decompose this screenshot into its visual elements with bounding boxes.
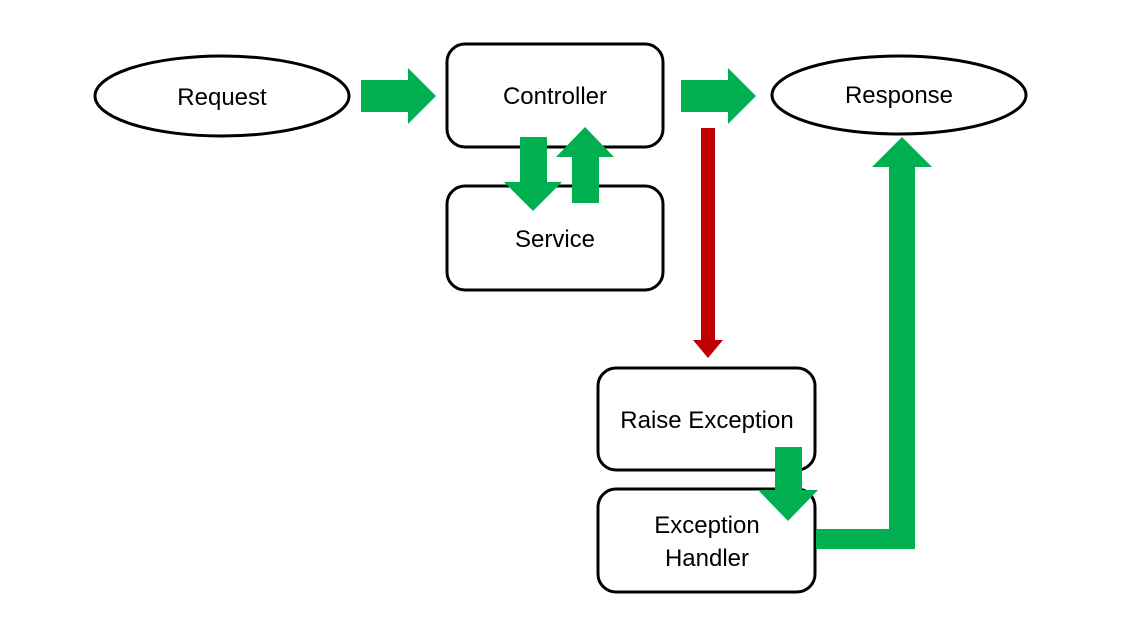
- controller-to-raise-exception-error-arrow: [693, 128, 723, 358]
- controller-node: Controller: [445, 42, 665, 149]
- response-node: Response: [770, 54, 1028, 136]
- exception-handler-label-line2: Handler: [665, 545, 749, 572]
- service-to-controller-arrow: [556, 127, 614, 203]
- exception-handler-node: Exception Handler: [596, 487, 817, 594]
- request-to-controller-arrow: [361, 68, 436, 124]
- controller-to-response-arrow: [681, 68, 756, 124]
- handler-to-response-arrow: [816, 137, 932, 549]
- request-node: Request: [93, 54, 351, 138]
- raise-exception-node: Raise Exception: [596, 366, 817, 472]
- raise-exception-to-handler-arrow: [758, 447, 818, 521]
- service-node: Service: [445, 184, 665, 292]
- controller-to-service-arrow: [504, 137, 562, 211]
- request-label: Request: [177, 84, 267, 111]
- controller-label: Controller: [503, 83, 607, 110]
- response-label: Response: [845, 82, 953, 109]
- raise-exception-label: Raise Exception: [620, 407, 793, 434]
- exception-handler-label-line1: Exception: [654, 512, 759, 539]
- service-label: Service: [515, 226, 595, 253]
